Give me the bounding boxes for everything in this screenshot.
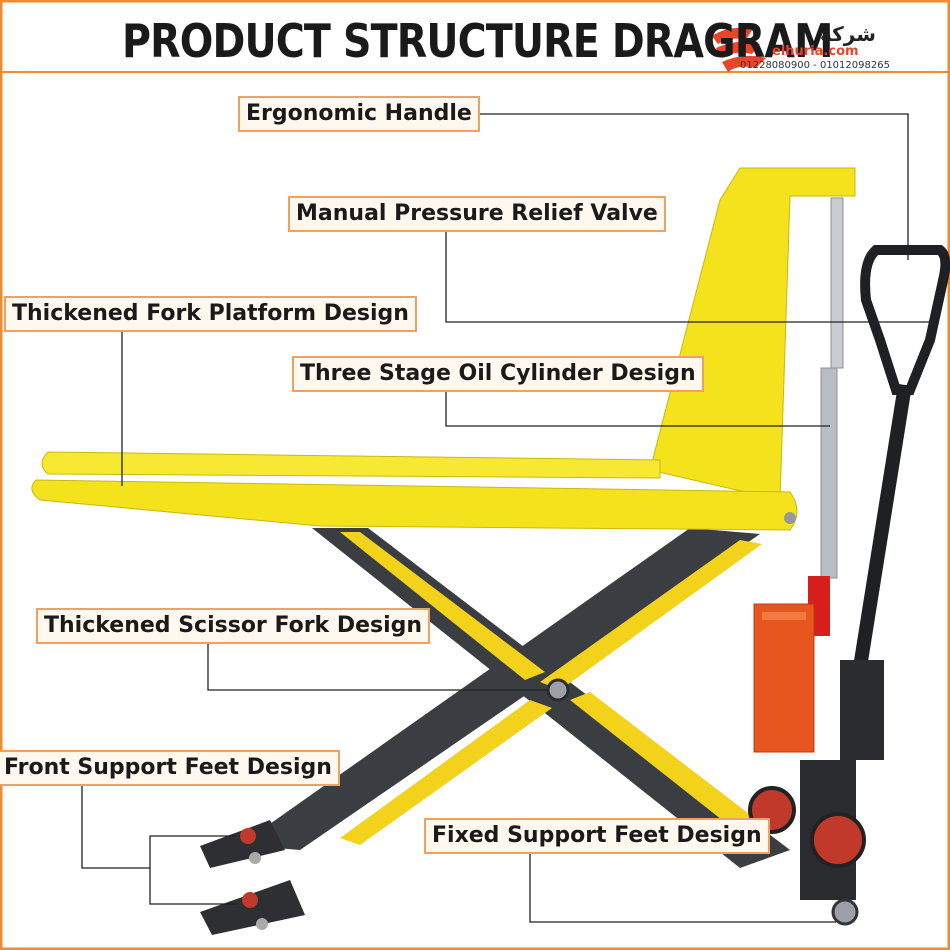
handle-grip [860, 245, 950, 395]
leader-front-feet-lower [149, 868, 236, 905]
brand-phones: 01228080900 - 01012098265 [740, 60, 890, 71]
hazard-stripe-3 [540, 540, 762, 690]
scissor-pivot [546, 678, 570, 702]
leader-lines [81, 113, 930, 923]
hazard-stripe-1 [340, 532, 545, 680]
rear-wheels [748, 786, 866, 926]
front-wheel-2 [242, 892, 258, 908]
leader-fixed-feet [529, 850, 836, 923]
fixed-foot-roller [831, 898, 859, 926]
label-front-feet: Front Support Feet Design [0, 750, 340, 786]
cylinder-stage-2 [820, 367, 838, 579]
front-wheel-1 [240, 828, 256, 844]
brand-logo-icon [712, 28, 766, 72]
page-title: PRODUCT STRUCTURE DRAGRAM [122, 14, 834, 68]
leader-relief-valve [445, 226, 930, 323]
fork-upper [41, 451, 661, 479]
leader-ergonomic-handle [446, 113, 909, 260]
label-scissor-fork: Thickened Scissor Fork Design [36, 608, 431, 644]
pump-unit [753, 603, 815, 753]
fork-platform [31, 167, 856, 531]
scissor-assembly [240, 528, 790, 868]
label-relief-valve: Manual Pressure Relief Valve [288, 196, 666, 232]
backrest [649, 167, 856, 501]
pump-highlight [762, 612, 806, 620]
scissor-arm-front [240, 528, 760, 850]
front-feet [200, 820, 305, 935]
label-fork-platform: Thickened Fork Platform Design [4, 296, 417, 332]
handle-base [840, 660, 884, 760]
hazard-stripe-4 [340, 700, 552, 845]
front-foot-upper [200, 820, 285, 868]
leader-oil-cylinder [445, 386, 830, 427]
label-ergonomic-handle: Ergonomic Handle [238, 96, 480, 132]
brand-site: elhuria.com [772, 44, 859, 59]
fork-bolt [784, 512, 796, 524]
handle-shaft [851, 383, 912, 682]
foot-bolt-2 [256, 918, 268, 930]
foot-bolt-1 [249, 852, 261, 864]
rear-wheel-2 [810, 812, 866, 868]
label-fixed-feet: Fixed Support Feet Design [424, 818, 770, 854]
fork-lower [31, 479, 798, 531]
hazard-stripe-2 [570, 692, 770, 842]
cylinder-stage-1 [830, 197, 844, 369]
pump-housing [753, 603, 815, 753]
brand-arabic: شركة [820, 22, 876, 46]
oil-cylinder [808, 197, 844, 636]
label-oil-cylinder: Three Stage Oil Cylinder Design [292, 356, 704, 392]
leader-scissor-fork [207, 640, 548, 691]
